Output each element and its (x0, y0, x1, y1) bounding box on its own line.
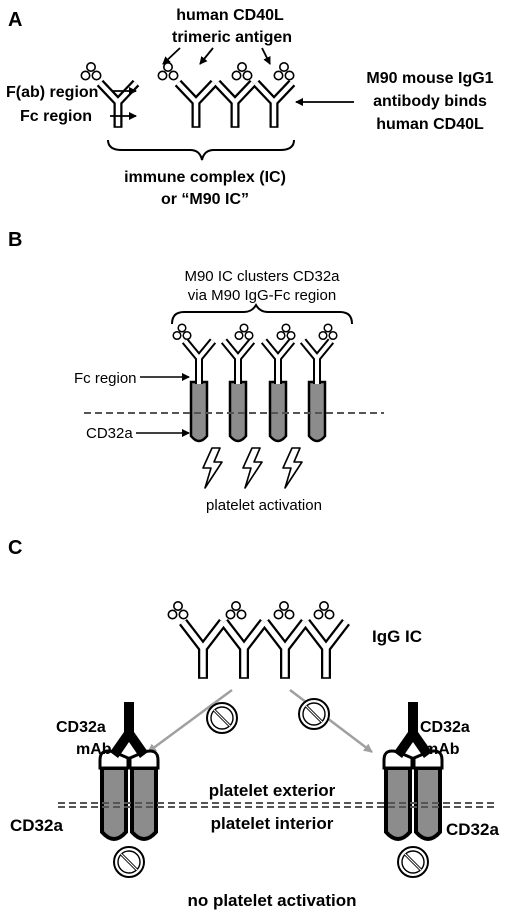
panel-b-title-line2: via M90 IgG-Fc region (188, 287, 336, 304)
panel-a: A human CD40L trimeric antigen (6, 7, 494, 208)
panel-b-title-line1: M90 IC clusters CD32a (184, 268, 340, 285)
fab-region-label: F(ab) region (6, 84, 98, 101)
platelet-exterior-label: platelet exterior (209, 781, 336, 800)
blocked-arrow-left (147, 688, 233, 754)
antigen-trimer (80, 61, 102, 81)
prohibited-icon (206, 702, 238, 734)
lightning-bolt-icon (242, 447, 263, 489)
cd32a-receptor (307, 380, 327, 443)
antigen-arrow-3 (261, 47, 271, 65)
panel-c: C IgG IC (8, 537, 499, 910)
antigen-trimer (276, 323, 296, 341)
blocked-arrow-right (289, 689, 373, 753)
complex-label-line1: immune complex (IC) (124, 169, 286, 186)
antibody-label-line3: human CD40L (376, 116, 484, 133)
prohibited-icon (113, 846, 145, 878)
panel-a-letter: A (8, 9, 22, 31)
prohibited-icon (397, 846, 429, 878)
lightning-bolt-icon (202, 447, 223, 489)
antigen-trimer (318, 323, 338, 341)
panel-c-letter: C (8, 537, 22, 559)
complex-label-line2: or “M90 IC” (161, 191, 249, 208)
cd32a-receptor (228, 380, 248, 443)
antigen-trimer (273, 61, 295, 81)
cd32a-receptor-pair-left (98, 749, 160, 841)
antigen-label-line2: trimeric antigen (172, 29, 292, 46)
cd32a-receptor (268, 380, 288, 443)
antigen-trimer (172, 323, 192, 341)
cd32a-receptor (189, 380, 209, 443)
cd32a-mab-right-label-line1: CD32a (420, 719, 470, 736)
cd32a-receptor-pair-right (382, 749, 444, 841)
complex-brace (107, 139, 295, 161)
antigen-trimer (157, 61, 179, 81)
cd32a-left-label: CD32a (10, 816, 63, 835)
cd32a-mab-left (110, 702, 148, 758)
cd32a-mab-left-label-line1: CD32a (56, 719, 106, 736)
antigen-arrow-2 (199, 47, 214, 65)
antigen-arrow-1 (162, 47, 181, 65)
cd32a-mab-right (394, 702, 432, 758)
antigen-trimer (273, 600, 295, 620)
antigen-trimer (225, 600, 247, 620)
platelet-interior-label: platelet interior (211, 814, 334, 833)
antibody-label-line2: antibody binds (373, 93, 487, 110)
lightning-bolt-icon (282, 447, 303, 489)
panel-b-letter: B (8, 229, 22, 251)
cd32a-mab-right-label-line2: mAb (424, 741, 460, 758)
prohibited-icon (298, 698, 330, 730)
no-platelet-activation-label: no platelet activation (187, 891, 356, 910)
antibody-label-line1: M90 mouse IgG1 (366, 70, 493, 87)
antigen-label-line1: human CD40L (176, 7, 284, 24)
fc-region-label: Fc region (20, 108, 92, 125)
antigen-trimer (313, 600, 335, 620)
cd32a-right-label: CD32a (446, 820, 499, 839)
cd32a-label: CD32a (86, 425, 133, 442)
cluster-brace (171, 302, 353, 325)
platelet-activation-label: platelet activation (206, 497, 322, 514)
cd32a-mab-left-label-line2: mAb (76, 741, 112, 758)
antigen-trimer (234, 323, 254, 341)
antigen-trimer (231, 61, 253, 81)
antigen-trimer (167, 600, 189, 620)
panel-b: B M90 IC clusters CD32a via M90 IgG-Fc r… (8, 229, 384, 514)
fc-region-label: Fc region (74, 370, 137, 387)
igg-ic-label: IgG IC (372, 627, 422, 646)
